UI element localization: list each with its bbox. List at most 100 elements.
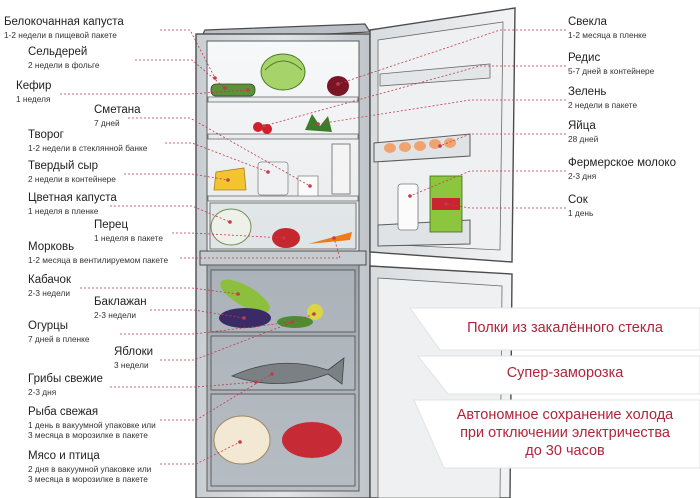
leader-apples-dot	[312, 312, 316, 316]
apple-illustration	[307, 304, 323, 320]
cabbage-leaf	[264, 60, 303, 71]
label-name: Сметана	[94, 104, 141, 116]
cabbage-illustration	[260, 53, 306, 91]
pepper-illustration	[272, 228, 300, 248]
leader-celery-dot	[223, 86, 227, 90]
label-name: Свекла	[568, 16, 607, 28]
label-detail: 1 день	[568, 208, 594, 218]
label-detail: 1 день в вакуумной упаковке или	[28, 420, 156, 430]
door-shelf-top	[379, 63, 491, 87]
label-detail: 2-3 дня	[568, 171, 597, 181]
feature-box-shelves	[409, 307, 700, 351]
label-detail: 3 недели	[114, 360, 149, 370]
leader-kefir	[60, 89, 249, 95]
leader-fish	[160, 373, 273, 421]
label-detail: 1-2 недели в стеклянной банке	[28, 143, 148, 153]
leader-beet-dot	[336, 82, 340, 86]
label-name: Кефир	[16, 80, 52, 92]
leader-cabbage-dot	[213, 76, 217, 80]
leader-sour-cream	[128, 117, 311, 187]
poultry-illustration	[213, 415, 271, 465]
label-name: Грибы свежие	[28, 373, 103, 385]
label-detail: 2 недели в контейнере	[28, 174, 116, 184]
feature-line: Полки из закалённого стекла	[467, 320, 663, 336]
label-name: Сок	[568, 194, 588, 206]
leader-eggplant-dot	[242, 316, 246, 320]
feature-line: до 30 часов	[525, 443, 605, 459]
label-detail: 1 неделя	[16, 94, 51, 104]
leader-cucumber-dot	[290, 320, 294, 324]
label-detail: 1-2 недели в пищевой пакете	[4, 30, 117, 40]
leader-pepper-dot	[282, 236, 286, 240]
label-detail: 2-3 недели	[28, 288, 70, 298]
leader-cucumber	[120, 321, 293, 335]
feature-autonomous-cold: Автономное сохранение холода при отключе…	[410, 406, 700, 460]
label-detail: 7 дней в пленке	[28, 334, 90, 344]
label-name: Цветная капуста	[28, 192, 117, 204]
sour-cream-cup-illustration	[297, 175, 319, 197]
leader-meat	[160, 441, 241, 465]
glass-shelf	[207, 133, 359, 140]
leader-hard-cheese	[124, 173, 229, 181]
greens-illustration	[305, 114, 332, 132]
leader-eggplant	[150, 309, 245, 319]
leader-cottage-dot	[266, 170, 270, 174]
fish-illustration	[230, 357, 345, 385]
label-detail-2: 3 месяца в морозилке в пакете	[28, 474, 148, 484]
leader-carrot	[180, 237, 341, 259]
label-name: Морковь	[28, 241, 75, 253]
label-detail: 1 неделя в пленке	[28, 206, 99, 216]
leader-hard-cheese-dot	[226, 178, 230, 182]
label-detail: 1-2 месяца в пленке	[568, 30, 647, 40]
feature-line: Автономное сохранение холода	[456, 407, 674, 423]
glass-shelf	[207, 96, 359, 103]
radish-illustration	[253, 122, 263, 132]
label-name: Перец	[94, 219, 129, 231]
leader-meat-dot	[238, 440, 242, 444]
celery-illustration	[210, 83, 256, 97]
leader-mushrooms	[110, 381, 257, 388]
zucchini-illustration	[220, 279, 270, 313]
label-name: Творог	[28, 129, 64, 141]
label-detail: 1-2 месяца в вентилируемом пакете	[28, 255, 169, 265]
leader-pepper	[172, 232, 285, 239]
feature-tempered-glass: Полки из закалённого стекла	[410, 320, 700, 336]
leader-cabbage	[160, 29, 216, 79]
leader-mushrooms-dot	[254, 380, 258, 384]
label-detail: 2-3 дня	[28, 387, 57, 397]
meat-illustration	[282, 422, 342, 458]
label-name: Твердый сыр	[28, 160, 99, 172]
label-detail: 2 недели в фольге	[28, 60, 100, 70]
leader-farm-milk-dot	[408, 194, 412, 198]
label-detail: 2 недели в пакете	[568, 100, 638, 110]
feature-super-freeze: Супер-заморозка	[410, 365, 700, 381]
leader-greens	[317, 99, 566, 125]
leader-apples	[160, 313, 315, 361]
cottage-cheese-jar-illustration	[257, 161, 289, 196]
leader-cauliflower-dot	[228, 220, 232, 224]
milk-carton-illustration	[331, 143, 351, 195]
leader-eggs-dot	[438, 144, 442, 148]
feature-line: Супер-заморозка	[506, 365, 624, 381]
leader-zucchini-dot	[236, 292, 240, 296]
cheese-illustration	[213, 167, 247, 191]
label-name: Рыба свежая	[28, 406, 99, 418]
carrot-illustration	[308, 232, 352, 244]
leader-fish-dot	[270, 372, 274, 376]
leader-cauliflower	[110, 205, 231, 223]
milk-bottle-illustration	[397, 183, 419, 231]
leader-cottage	[165, 142, 269, 173]
glass-shelf	[207, 195, 359, 202]
label-name: Баклажан	[94, 296, 147, 308]
label-name: Кабачок	[28, 274, 71, 286]
label-name: Зелень	[568, 86, 607, 98]
leader-kefir-dot	[246, 88, 250, 92]
leader-dots	[213, 76, 448, 444]
label-name: Белокочанная капуста	[4, 16, 124, 28]
cauliflower-illustration	[210, 208, 252, 246]
leader-radish	[263, 65, 566, 127]
feature-box-freeze	[416, 355, 700, 395]
label-detail: 28 дней	[568, 134, 599, 144]
leader-zucchini	[80, 287, 239, 295]
